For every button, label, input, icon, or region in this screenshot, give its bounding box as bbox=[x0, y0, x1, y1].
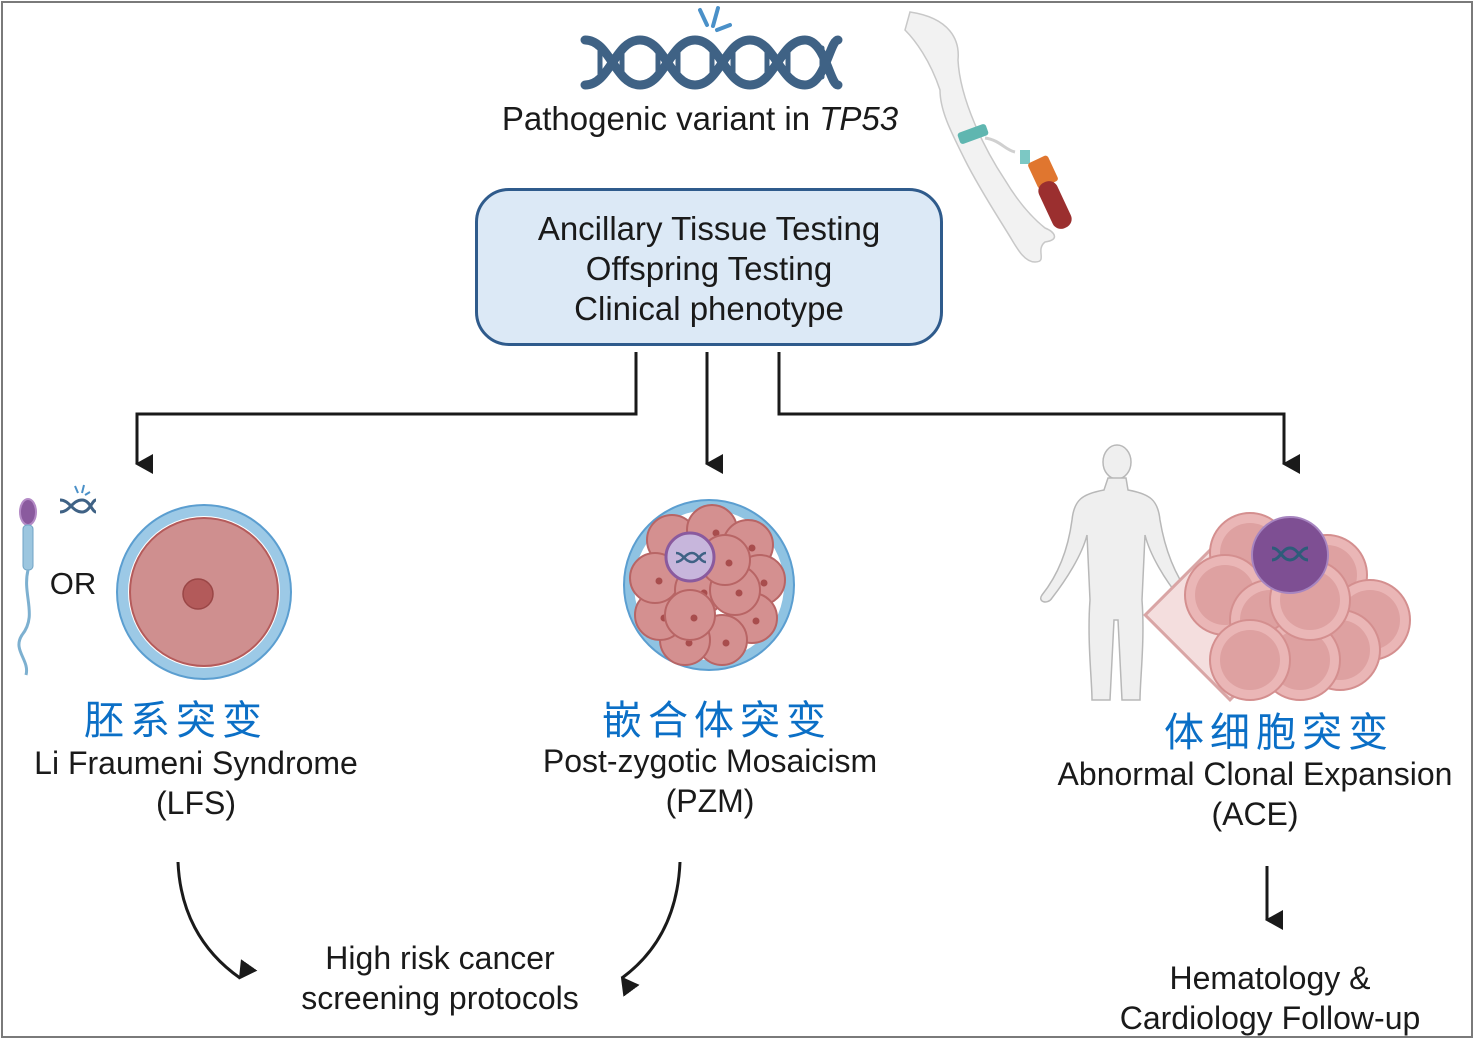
lfs-title: Li Fraumeni Syndrome bbox=[34, 745, 358, 781]
mutated-cell-icon bbox=[664, 531, 716, 583]
connector-ace bbox=[777, 352, 1300, 474]
or-label: OR bbox=[49, 566, 97, 601]
testing-line-phenotype: Clinical phenotype bbox=[574, 290, 844, 327]
embryo-morula-icon bbox=[623, 499, 795, 671]
testing-line-offspring: Offspring Testing bbox=[585, 250, 833, 287]
testing-box: Ancillary Tissue Testing Offspring Testi… bbox=[475, 188, 943, 346]
ace-label: Abnormal Clonal Expansion (ACE) bbox=[1030, 754, 1477, 834]
screening-line-1: High risk cancer bbox=[325, 940, 555, 976]
mutant-clone-cell bbox=[1251, 516, 1329, 594]
clonal-cell-inner bbox=[1220, 630, 1280, 690]
clonal-cells bbox=[1184, 512, 1411, 701]
cell-nucleus bbox=[690, 614, 698, 622]
cell-nucleus bbox=[752, 617, 760, 625]
mutant-dna-icon bbox=[1271, 546, 1309, 562]
lfs-chinese-label: 胚系突变 bbox=[84, 698, 268, 744]
clonal-cells-icon bbox=[1143, 512, 1411, 702]
followup-line-2: Cardiology Follow-up bbox=[1119, 1000, 1421, 1036]
morula-cell bbox=[664, 589, 716, 641]
dna-helix-icon bbox=[580, 35, 843, 90]
pzm-title: Post-zygotic Mosaicism bbox=[542, 743, 878, 779]
cell-nucleus bbox=[735, 589, 743, 597]
screening-outcome: High risk cancer screening protocols bbox=[240, 938, 640, 1018]
cell-nucleus bbox=[748, 544, 756, 552]
headline-prefix: Pathogenic variant in bbox=[501, 100, 820, 137]
ace-chinese-label: 体细胞突变 bbox=[1164, 710, 1394, 756]
oocyte-icon bbox=[116, 504, 292, 680]
curved-arrow-pzm bbox=[620, 861, 682, 997]
cell-nucleus bbox=[655, 577, 663, 585]
dna-mutation-icon bbox=[59, 484, 97, 514]
cell-nucleus bbox=[685, 639, 693, 647]
pzm-abbr: (PZM) bbox=[665, 783, 755, 819]
testing-box-text: Ancillary Tissue Testing Offspring Testi… bbox=[478, 191, 940, 329]
ace-abbr: (ACE) bbox=[1211, 796, 1299, 832]
lfs-label: Li Fraumeni Syndrome (LFS) bbox=[0, 743, 392, 823]
cell-nucleus bbox=[722, 639, 730, 647]
cell-nucleus bbox=[760, 579, 768, 587]
screening-line-2: screening protocols bbox=[301, 980, 579, 1016]
sperm-icon bbox=[17, 498, 37, 676]
connector-lfs bbox=[135, 352, 638, 474]
pzm-chinese-label: 嵌合体突变 bbox=[602, 698, 832, 744]
followup-outcome: Hematology & Cardiology Follow-up bbox=[1070, 958, 1470, 1038]
cell-nucleus bbox=[712, 529, 720, 537]
headline: Pathogenic variant in TP53 bbox=[440, 100, 960, 139]
curved-arrow-lfs bbox=[176, 861, 258, 980]
cell-nucleus bbox=[725, 559, 733, 567]
gene-name: TP53 bbox=[819, 100, 899, 137]
lfs-abbr: (LFS) bbox=[156, 785, 236, 821]
ace-title: Abnormal Clonal Expansion bbox=[1057, 756, 1453, 792]
connector-lines bbox=[135, 352, 1300, 997]
mutation-spark-icon bbox=[698, 6, 732, 32]
testing-line-ancillary: Ancillary Tissue Testing bbox=[537, 210, 881, 247]
followup-line-1: Hematology & bbox=[1169, 960, 1371, 996]
blood-draw-arm-icon bbox=[904, 11, 1072, 263]
human-body-icon bbox=[1040, 444, 1192, 701]
pzm-label: Post-zygotic Mosaicism (PZM) bbox=[500, 741, 920, 821]
